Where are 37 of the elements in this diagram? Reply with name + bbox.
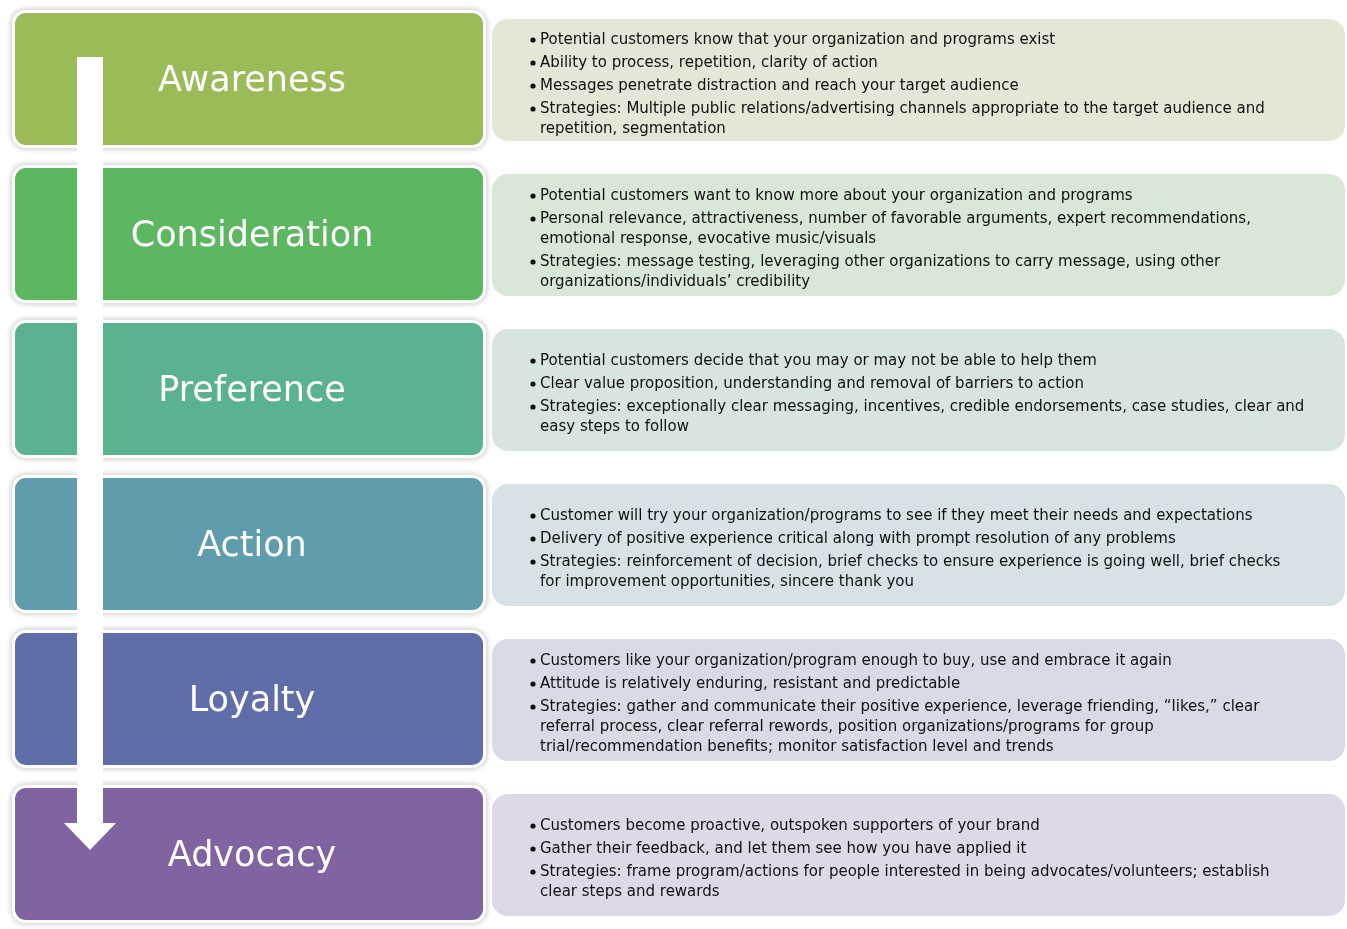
bullet-point: Potential customers want to know more about your organization and programs (540, 185, 1133, 205)
description-panel (492, 484, 1345, 606)
bullet-point: Delivery of positive experience critical along with prompt resolution of any problems (540, 528, 1176, 548)
stage-title: Awareness (158, 59, 346, 99)
bullet-point: Potential customers know that your organization and programs exist (540, 28, 1056, 49)
bullet-point: Messages penetrate distraction and reach your target audience (540, 74, 1019, 95)
stage-box (12, 10, 486, 148)
description-panel (492, 794, 1345, 916)
description-panel (492, 19, 1345, 141)
bullet-point: Customers become proactive, outspoken supporters of your brand (540, 815, 1040, 835)
stage-title: Advocacy (167, 834, 337, 874)
bullet-point: Gather their feedback, and let them see how you have applied it (540, 838, 1027, 858)
bullet-point: Strategies: exceptionally clear messaging, incentives, credible endorsements, case studies, clear and easy steps to follow (540, 396, 1305, 436)
bullet-point: Ability to process, repetition, clarity of action (540, 51, 878, 72)
bullet-point: Strategies: Multiple public relations/advertising channels appropriate to the target audience and repetition, segmentation (540, 97, 1266, 138)
bullet-point: Potential customers decide that you may or may not be able to help them (540, 350, 1097, 370)
stage-title: Preference (158, 369, 346, 409)
stage-box (12, 165, 486, 303)
bullet-point: Strategies: gather and communicate their positive experience, leverage friending, “likes,” clear referral process, clear referral rewords, position organizations/programs for group trial/recommendation benefits; monitor satisfaction level and trends (540, 696, 1261, 756)
bullet-point: Personal relevance, attractiveness, number of favorable arguments, expert recommendations, emotional response, evocative music/visuals (540, 208, 1252, 248)
description-panel (492, 174, 1345, 296)
bullet-point: Strategies: frame program/actions for people interested in being advocates/volunteers; establish clear steps and rewards (540, 861, 1271, 901)
stage-box (12, 630, 486, 768)
bullet-point: Strategies: reinforcement of decision, brief checks to ensure experience is going well, brief checks for improvement opportunities, sincere thank you (540, 551, 1282, 591)
stage-title: Consideration (130, 214, 374, 254)
stage-box (12, 785, 486, 923)
bullet-point: Clear value proposition, understanding and removal of barriers to action (540, 373, 1085, 393)
stage-title: Action (197, 524, 307, 564)
bullet-point: Customer will try your organization/programs to see if they meet their needs and expectations (540, 505, 1253, 525)
stage-box (12, 320, 486, 458)
bullet-point: Customers like your organization/program enough to buy, use and embrace it again (540, 650, 1172, 670)
bullet-point: Attitude is relatively enduring, resistant and predictable (540, 673, 961, 693)
description-panel (492, 329, 1345, 451)
stage-box (12, 475, 486, 613)
bullet-point: Strategies: message testing, leveraging other organizations to carry message, using other organizations/individuals’ credibility (540, 251, 1222, 291)
stage-title: Loyalty (188, 679, 316, 719)
description-panel (492, 639, 1345, 761)
